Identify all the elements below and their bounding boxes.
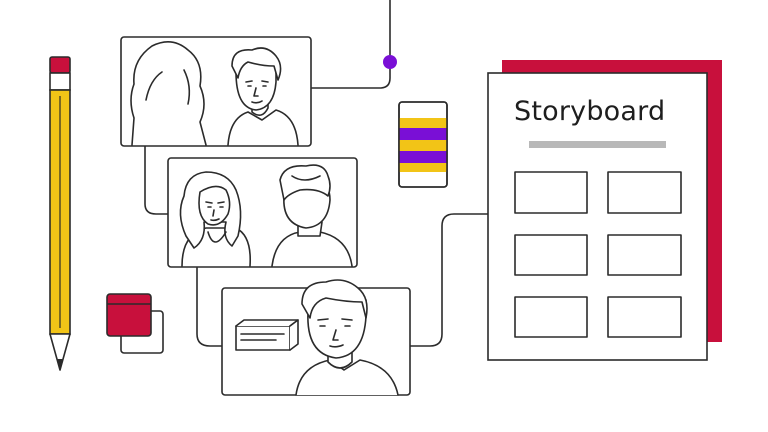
storyboard-cell — [607, 296, 682, 338]
pencil-icon — [49, 56, 71, 371]
color-swatch-icon — [106, 293, 164, 354]
caption-box-icon — [235, 319, 299, 351]
storyboard-cell — [514, 234, 588, 276]
connector-dot-icon — [383, 55, 397, 69]
color-palette-icon — [398, 101, 448, 188]
story-frame-2 — [167, 157, 358, 268]
storyboard-document — [487, 60, 722, 361]
storyboard-cell — [514, 296, 588, 338]
storyboard-cell — [514, 171, 588, 214]
story-frame-3 — [221, 279, 411, 396]
storyboard-cell — [607, 234, 682, 276]
story-frame-1 — [120, 36, 312, 147]
storyboard-title: Storyboard — [514, 96, 666, 127]
title-underline — [529, 141, 666, 148]
storyboard-cell — [607, 171, 682, 214]
connector-lines — [144, 0, 489, 347]
